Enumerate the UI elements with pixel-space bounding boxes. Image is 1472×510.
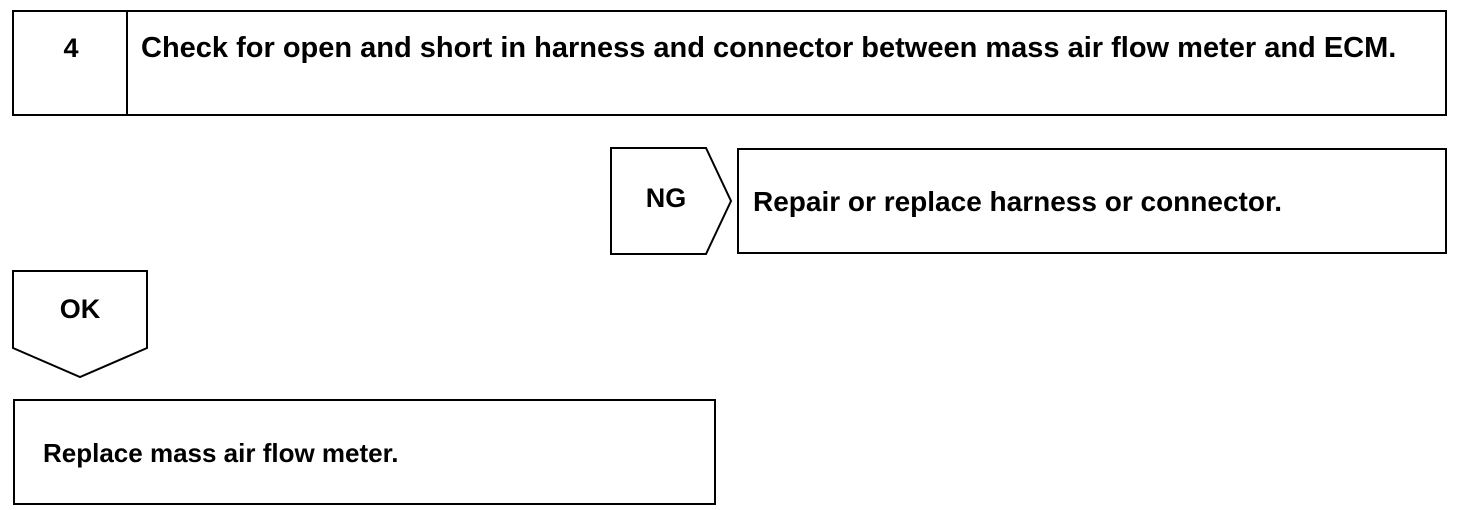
step-number-cell: 4 — [14, 12, 128, 114]
step-box: 4 Check for open and short in harness an… — [12, 10, 1447, 116]
ok-result-box: Replace mass air flow meter. — [13, 399, 716, 505]
ng-label: NG — [645, 183, 687, 213]
step-title: Check for open and short in harness and … — [141, 32, 1397, 64]
step-number: 4 — [63, 33, 79, 63]
ok-label: OK — [59, 294, 101, 324]
ng-result-box: Repair or replace harness or connector. — [737, 148, 1447, 254]
ok-result-text: Replace mass air flow meter. — [43, 438, 399, 468]
ng-result-text: Repair or replace harness or connector. — [753, 186, 1283, 217]
